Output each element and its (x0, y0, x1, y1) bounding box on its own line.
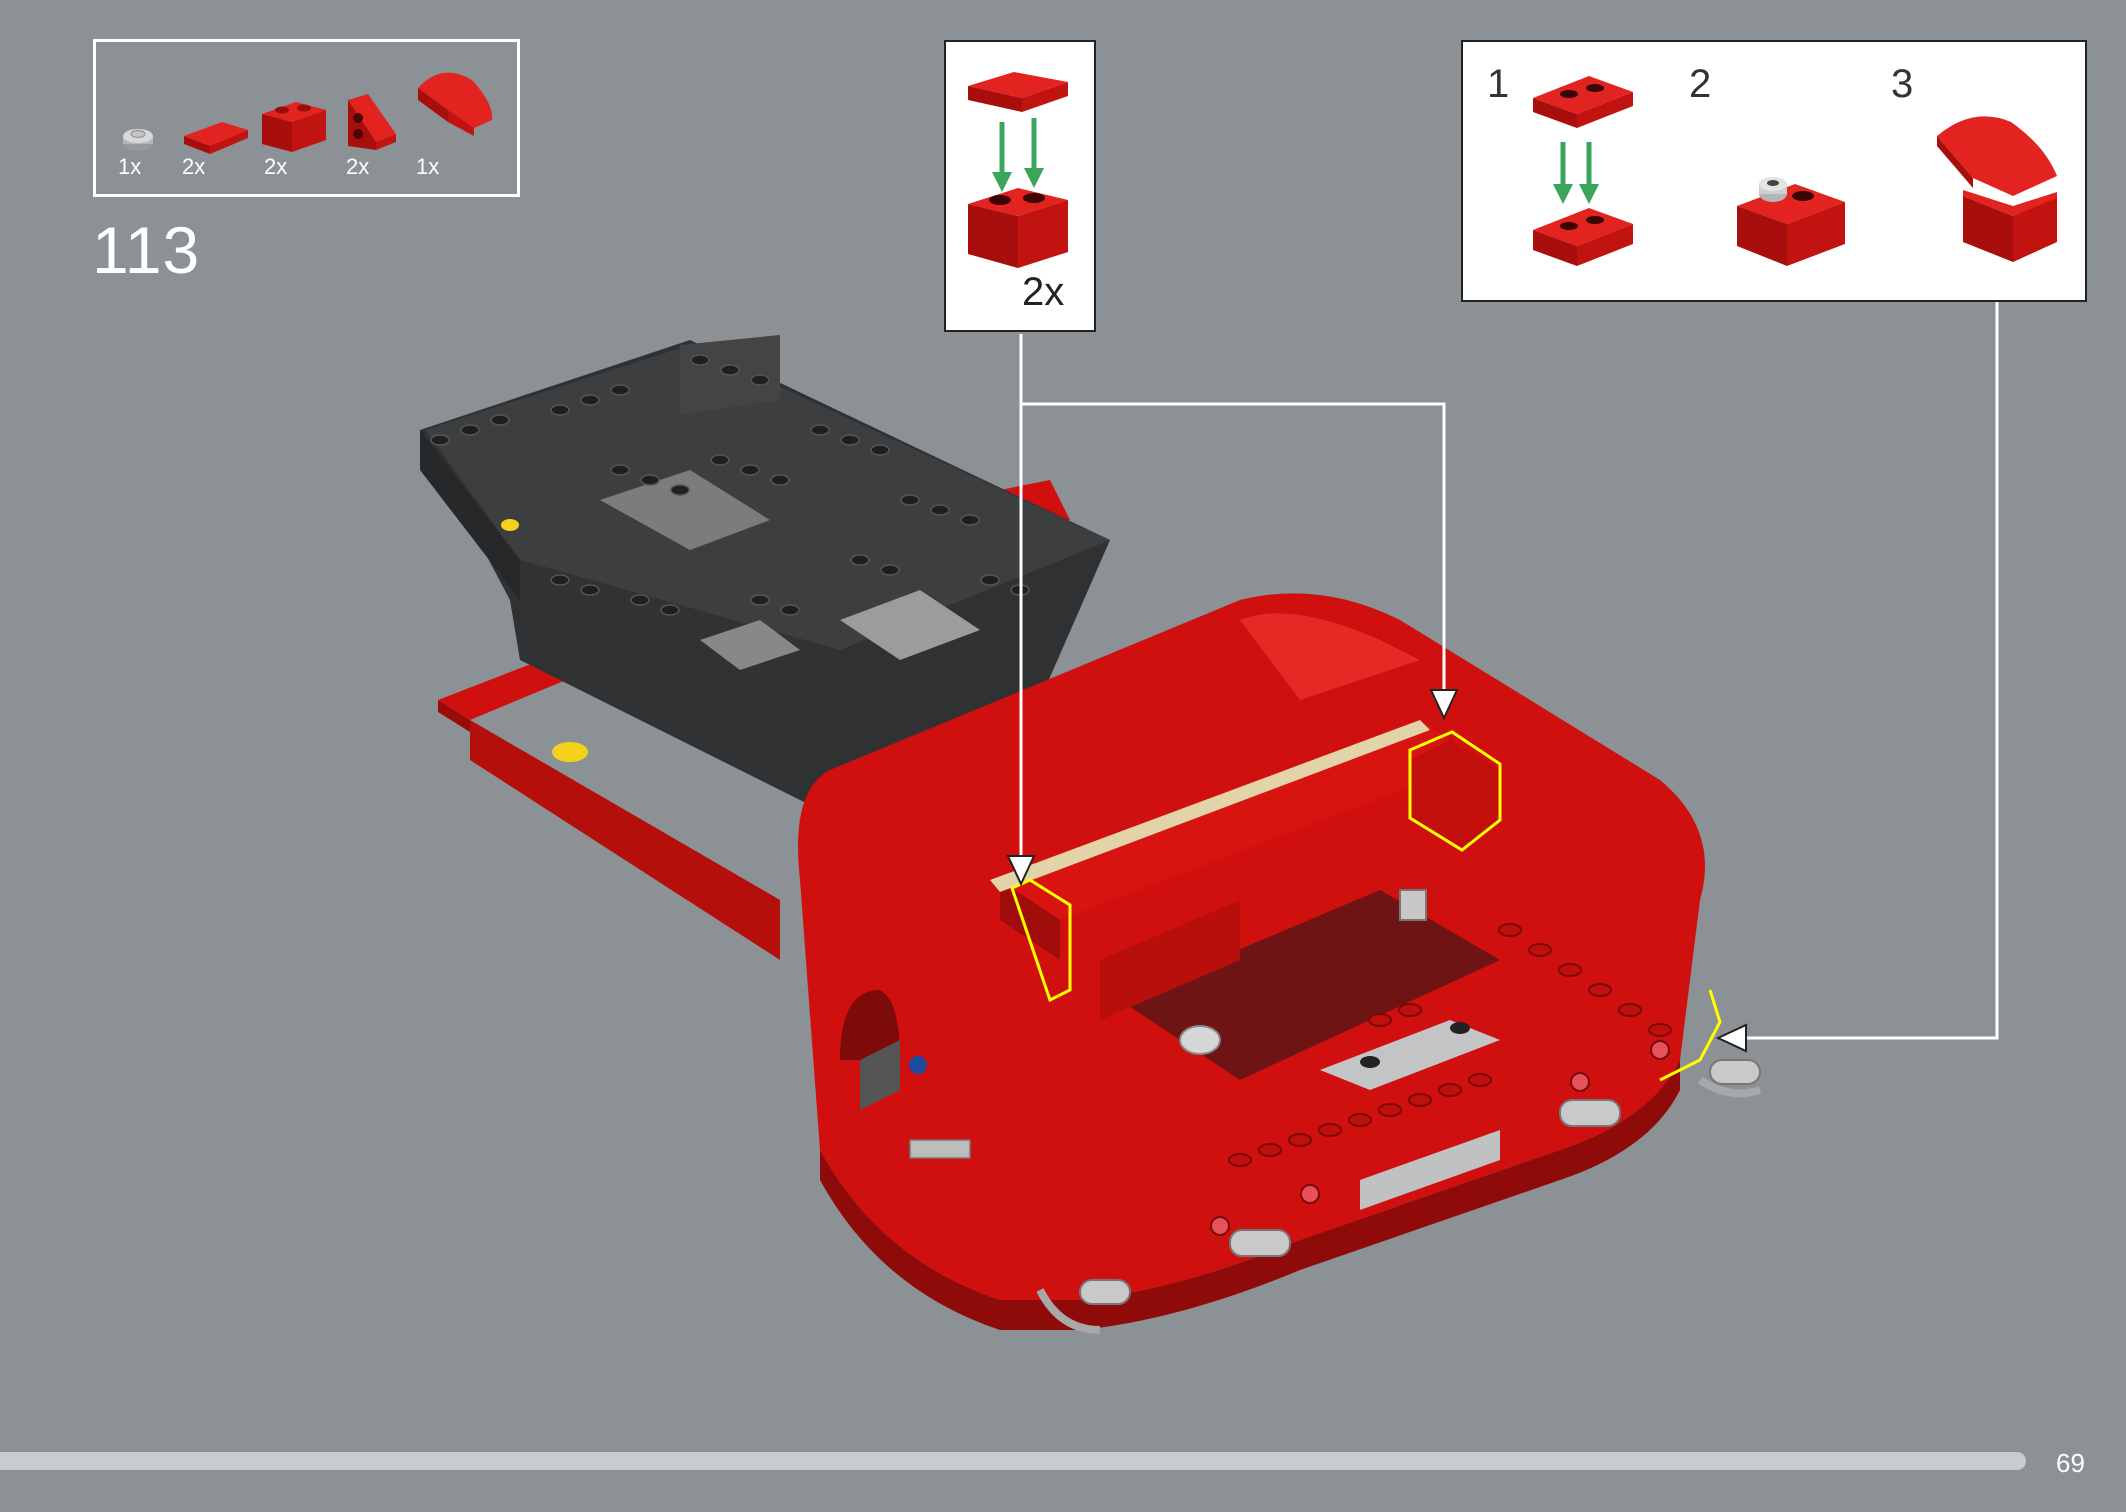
step-number: 113 (92, 213, 201, 287)
brick-1x2-icon (262, 102, 326, 152)
part-count-3: 2x (264, 154, 288, 179)
plate-2x1-icon (968, 72, 1068, 112)
callout-multiplier: 2x (1022, 270, 1065, 314)
round-plate-icon (123, 129, 153, 151)
brick-2x1-icon (968, 188, 1068, 268)
sub-step-3: 3 (1891, 62, 1914, 106)
part-count-2: 2x (182, 154, 206, 179)
sub-step-2: 2 (1689, 62, 1712, 106)
curved-assembly-icon (1937, 116, 2057, 262)
wedge-plate-base-icon (1533, 208, 1633, 266)
page-number: 69 (2056, 1448, 2085, 1478)
parts-list-panel: 1x 2x 2x 2x 1x (93, 39, 520, 197)
page-progress-bar (0, 1452, 2026, 1470)
callout-sub-assembly-b: 1 2 3 (1461, 40, 2087, 302)
assembly-arrows-icon (992, 118, 1044, 192)
slope-brick-icon (348, 94, 396, 150)
wedge-plate-icon (1533, 76, 1633, 128)
sub-step-1: 1 (1487, 62, 1510, 106)
callout-sub-assembly-a: 2x (944, 40, 1096, 332)
part-count-5: 1x (416, 154, 440, 179)
curved-slope-icon (418, 72, 493, 136)
combined-plate-icon (1737, 177, 1845, 266)
part-count-1: 1x (118, 154, 142, 179)
assembly-arrows-icon-b (1553, 142, 1599, 204)
part-count-4: 2x (346, 154, 370, 179)
plate-1x2-icon (184, 122, 248, 154)
